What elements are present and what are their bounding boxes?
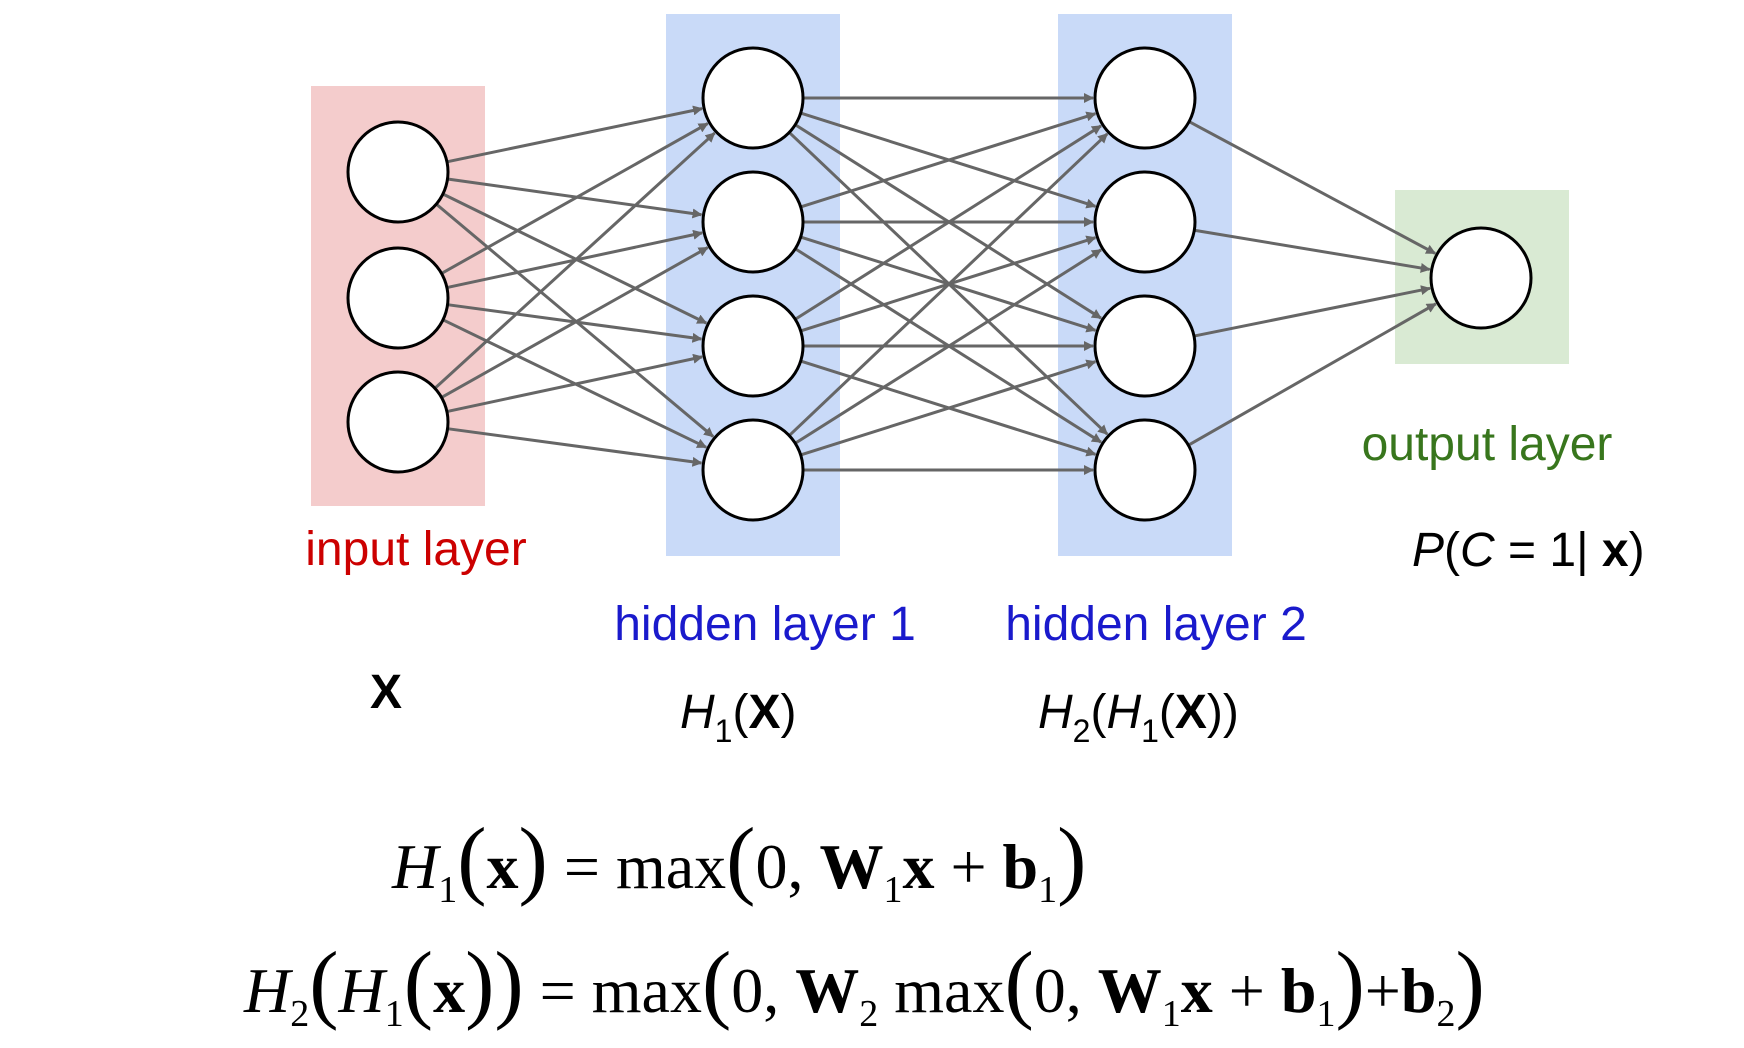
h2-notation: H2(H1(X)): [1038, 686, 1239, 749]
hidden-layer-2-label: hidden layer 2: [1005, 598, 1307, 651]
input-node-2: [346, 246, 450, 350]
connection-hidden2-1-to-output-1: [1188, 120, 1437, 255]
input-node-1: [346, 120, 450, 224]
connection-input-1-to-hidden1-3: [442, 192, 708, 325]
hidden1-node-3: [701, 294, 805, 398]
hidden1-node-4: [701, 418, 805, 522]
connection-input-3-to-hidden1-3: [446, 353, 704, 413]
neurons: [346, 46, 1533, 522]
hidden2-node-1: [1093, 46, 1197, 150]
connection-hidden1-3-to-hidden2-1: [794, 124, 1102, 321]
connection-hidden2-4-to-output-1: [1187, 302, 1437, 447]
connection-hidden1-2-to-hidden2-1: [800, 111, 1097, 209]
connection-input-2-to-hidden1-1: [440, 122, 709, 275]
input-layer-label: input layer: [305, 523, 526, 576]
connection-input-1-to-hidden1-1: [446, 105, 704, 164]
output-notation: P(C = 1| x): [1412, 524, 1645, 577]
connections: [433, 93, 1437, 475]
connection-hidden1-4-to-hidden2-2: [794, 248, 1102, 445]
equation-h2: H2(H1(x)) = max(0, W2 max(0, W1x + b1)+b…: [243, 935, 1485, 1035]
hidden1-node-1: [701, 46, 805, 150]
input-node-3: [346, 370, 450, 474]
input-notation: X: [370, 666, 402, 719]
connection-input-3-to-hidden1-1: [433, 131, 716, 390]
connection-hidden1-4-to-hidden2-1: [788, 132, 1109, 437]
output-layer-label: output layer: [1362, 418, 1613, 471]
connection-input-1-to-hidden1-4: [435, 202, 715, 438]
equation-h1: H1(x) = max(0, W1x + b1): [391, 811, 1086, 911]
connection-input-3-to-hidden1-4: [447, 427, 703, 467]
connection-hidden2-3-to-output-1: [1193, 285, 1432, 338]
hidden2-node-2: [1093, 170, 1197, 274]
h1-notation: H1(X): [680, 686, 796, 749]
connection-hidden2-2-to-output-1: [1194, 228, 1431, 273]
hidden-layer-1-label: hidden layer 1: [614, 598, 916, 651]
connection-hidden1-4-to-hidden2-3: [800, 359, 1097, 457]
connection-input-3-to-hidden1-2: [440, 246, 709, 399]
hidden2-node-4: [1093, 418, 1197, 522]
hidden2-node-3: [1093, 294, 1197, 398]
output-node-1: [1429, 226, 1533, 330]
hidden1-node-2: [701, 170, 805, 274]
